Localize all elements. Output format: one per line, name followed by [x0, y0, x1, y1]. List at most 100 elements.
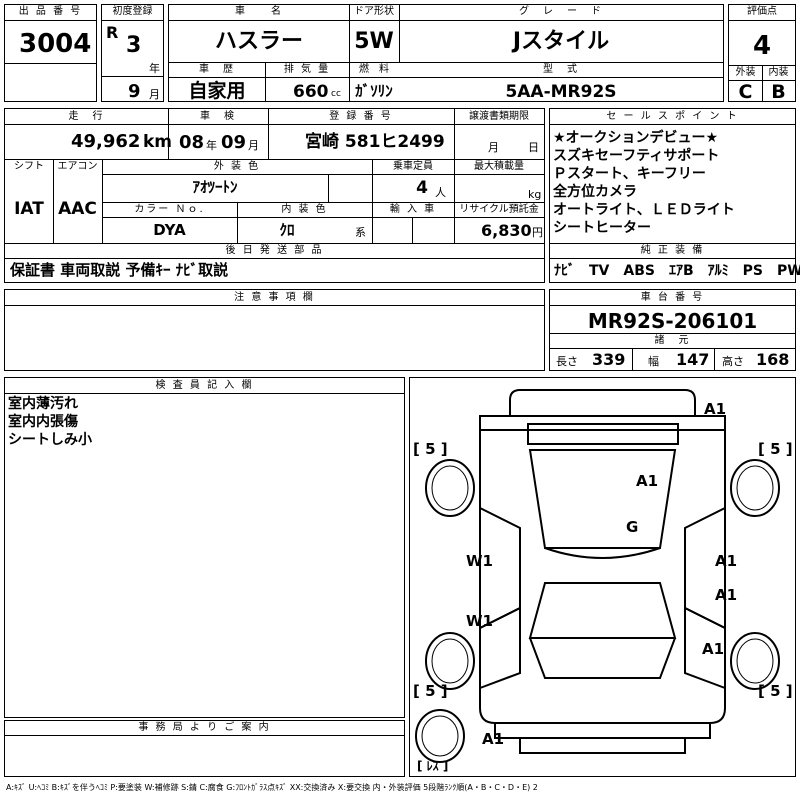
load-unit: kg — [528, 188, 542, 201]
reg-month: 9 — [128, 81, 141, 102]
tire-mark-rr: [ 5 ] — [758, 682, 793, 700]
chassis-number: MR92S-206101 — [587, 309, 758, 333]
car-name-label: 車 名 — [235, 6, 283, 17]
plate-label: 登 録 番 号 — [329, 111, 393, 122]
door-type: 5W — [354, 29, 394, 54]
inspector-line-3: シートしみ小 — [8, 432, 92, 448]
spare-tire-mark: [ ﾚｽ ] — [417, 759, 449, 773]
reg-year: 3 — [126, 33, 142, 58]
later-parts-label: 後 日 発 送 部 品 — [225, 245, 324, 256]
aircon: AAC — [58, 199, 97, 219]
grade: Jスタイル — [512, 29, 610, 54]
month-unit: 月 — [149, 88, 160, 101]
sales-point-2: スズキセーフティサポート — [553, 148, 720, 164]
width: 147 — [676, 350, 710, 369]
later-parts: 保証書 車両取説 予備ｷｰ ﾅﾋﾞ取説 — [10, 261, 229, 279]
mark-left-rear-door: W1 — [466, 612, 493, 630]
mileage-label: 走 行 — [68, 111, 105, 122]
interior-grade: B — [771, 81, 786, 103]
recycle: 6,830 — [481, 221, 532, 240]
year-unit: 年 — [149, 62, 160, 75]
tire-mark-fl: [ 5 ] — [413, 440, 448, 458]
score-box: 評価点 4 外装 内装 C B — [728, 4, 796, 102]
color: ｱｵﾂｰﾄﾝ — [192, 178, 238, 196]
first-reg-box: 初度登録 R 3 年 9 月 — [101, 4, 164, 102]
chassis-box: 車 台 番 号 MR92S-206101 諸 元 長さ 339 幅 147 高さ… — [549, 289, 796, 371]
recycle-label: リサイクル預託金 — [459, 204, 539, 215]
shift: IAT — [14, 199, 44, 219]
mileage: 49,962 — [71, 131, 141, 152]
transfer-day: 日 — [528, 141, 539, 154]
tire-mark-fr: [ 5 ] — [758, 440, 793, 458]
sales-point-4: 全方位カメラ — [553, 184, 637, 200]
length: 339 — [592, 350, 626, 369]
length-label: 長さ — [556, 355, 578, 368]
displacement-unit: cc — [331, 89, 341, 99]
mark-left-front-door: W1 — [466, 552, 493, 570]
inspector-line-2: 室内内張傷 — [8, 414, 78, 430]
legend: A:ｷｽﾞ U:ﾍｺﾐ B:ｷｽﾞを伴うﾍｺﾐ P:要塗装 W:補修跡 S:錆 … — [6, 783, 538, 792]
mark-right-rear-door: A1 — [715, 586, 738, 604]
car-name: ハスラー — [214, 29, 303, 54]
inspector-box: 検 査 員 記 入 欄 室内薄汚れ 室内内張傷 シートしみ小 — [4, 377, 405, 718]
score: 4 — [752, 31, 772, 61]
notes-label: 注 意 事 項 欄 — [234, 292, 315, 303]
model-label: 型 式 — [543, 64, 579, 75]
chassis-label: 車 台 番 号 — [640, 292, 705, 303]
office-box: 事 務 局 よ り ご 案 内 — [4, 720, 405, 777]
mark-rear-bumper: A1 — [482, 730, 505, 748]
import-label: 輸 入 車 — [389, 204, 437, 215]
era: R — [106, 23, 119, 42]
insp-month-unit: 月 — [248, 139, 259, 152]
equipment: ﾅﾋﾞ TV ABS ｴｱB ｱﾙﾐ PS PW — [554, 263, 800, 279]
displacement: 660 — [293, 82, 329, 102]
aircon-label: エアコン — [57, 161, 98, 172]
insp-year: 08 — [179, 132, 205, 153]
lot-number: 3004 — [19, 29, 92, 59]
color-no-label: カラー Ｎｏ. — [134, 204, 205, 215]
sales-point-5: オートライト、ＬＥＤライト — [553, 202, 735, 218]
fuel-label: 燃 料 — [359, 64, 389, 75]
capacity-label: 乗車定員 — [393, 161, 433, 172]
car-row-box: 車 名 ドア形状 グ レ ー ド ハスラー 5W Jスタイル 車 歴 排 気 量… — [168, 4, 724, 102]
model: 5AA-MR92S — [505, 82, 617, 102]
shift-label: シフト — [14, 161, 44, 172]
plate: 宮崎 581ヒ2499 — [305, 132, 445, 152]
height: 168 — [756, 350, 790, 369]
insp-month: 09 — [221, 132, 247, 153]
lot-box: 出 品 番 号 3004 — [4, 4, 97, 102]
notes-box: 注 意 事 項 欄 — [4, 289, 545, 371]
mark-hood: A1 — [636, 472, 659, 490]
history-label: 車 歴 — [199, 64, 235, 75]
office-label: 事 務 局 よ り ご 案 内 — [138, 722, 271, 733]
damage-diagram-box: [ 5 ] [ 5 ] [ 5 ] [ 5 ] [ ﾚｽ ] A1 A1 G W… — [409, 377, 796, 777]
transfer-label: 譲渡書類期限 — [469, 111, 529, 122]
inspector-label: 検 査 員 記 入 欄 — [155, 380, 254, 391]
grade-label: グ レ ー ド — [519, 6, 603, 17]
sales-point-6: シートヒーター — [553, 220, 651, 236]
capacity-unit: 人 — [435, 186, 446, 199]
equipment-label: 純 正 装 備 — [640, 245, 705, 256]
int-color-unit: 系 — [355, 226, 366, 239]
tire-mark-rl: [ 5 ] — [413, 682, 448, 700]
load-label: 最大積載量 — [474, 161, 524, 172]
recycle-unit: 円 — [532, 226, 543, 239]
lot-label: 出 品 番 号 — [18, 6, 83, 17]
transfer-month: 月 — [488, 141, 499, 154]
interior-label: 内装 — [768, 67, 789, 78]
first-reg-label: 初度登録 — [112, 6, 153, 17]
int-color-label: 内 装 色 — [281, 204, 328, 215]
door-label: ドア形状 — [354, 6, 394, 17]
score-label: 評価点 — [747, 6, 777, 17]
detail-box: 走 行 車 検 登 録 番 号 譲渡書類期限 49,962 km 08 年 09… — [4, 108, 545, 283]
exterior-grade: C — [738, 81, 753, 103]
int-color: ｸﾛ — [279, 221, 295, 239]
color-no: DYA — [153, 221, 186, 239]
capacity: 4 — [416, 178, 428, 198]
fuel: ｶﾞｿﾘﾝ — [355, 82, 393, 100]
sales-points-box: セ ー ル ス ポ イ ン ト ★オークションデビュー★ スズキセーフティサポー… — [549, 108, 800, 283]
mark-right-rear-fender: A1 — [702, 640, 725, 658]
color-label: 外 装 色 — [213, 161, 261, 172]
history: 自家用 — [188, 80, 246, 102]
inspector-line-1: 室内薄汚れ — [8, 396, 78, 412]
